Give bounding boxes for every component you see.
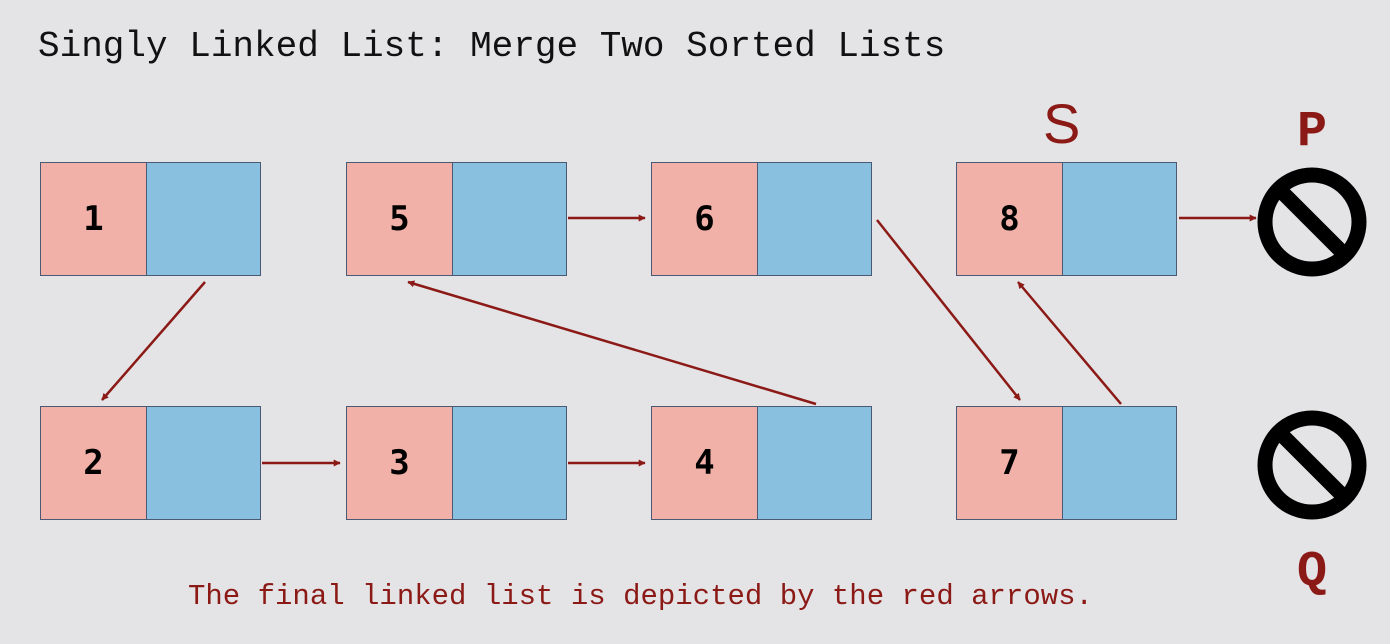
list-node-6: 6 — [651, 162, 872, 276]
node-value: 8 — [956, 162, 1063, 276]
node-value: 7 — [956, 406, 1063, 520]
pointer-label-q: Q — [1297, 544, 1328, 601]
list-node-5: 5 — [346, 162, 567, 276]
node-pointer — [147, 406, 261, 520]
list-node-8: 8 — [956, 162, 1177, 276]
arrow-1-to-2 — [101, 281, 206, 401]
null-icon — [1257, 167, 1367, 277]
node-pointer — [1063, 162, 1177, 276]
diagram-caption: The final linked list is depicted by the… — [188, 580, 1093, 613]
node-pointer — [758, 162, 872, 276]
node-pointer — [147, 162, 261, 276]
pointer-label-s: S — [1043, 92, 1081, 155]
node-pointer — [453, 406, 567, 520]
diagram-title: Singly Linked List: Merge Two Sorted Lis… — [38, 26, 946, 67]
list-node-7: 7 — [956, 406, 1177, 520]
arrow-7-to-8 — [1017, 281, 1122, 405]
node-value: 1 — [40, 162, 147, 276]
node-value: 3 — [346, 406, 453, 520]
node-value: 6 — [651, 162, 758, 276]
node-pointer — [453, 162, 567, 276]
list-node-4: 4 — [651, 406, 872, 520]
node-value: 5 — [346, 162, 453, 276]
node-value: 2 — [40, 406, 147, 520]
arrow-4-to-5 — [407, 280, 817, 406]
node-pointer — [1063, 406, 1177, 520]
arrow-6-to-7 — [876, 219, 1021, 401]
node-pointer — [758, 406, 872, 520]
pointer-label-p: P — [1297, 104, 1328, 161]
list-node-2: 2 — [40, 406, 261, 520]
null-icon — [1257, 410, 1367, 520]
list-node-3: 3 — [346, 406, 567, 520]
list-node-1: 1 — [40, 162, 261, 276]
node-value: 4 — [651, 406, 758, 520]
